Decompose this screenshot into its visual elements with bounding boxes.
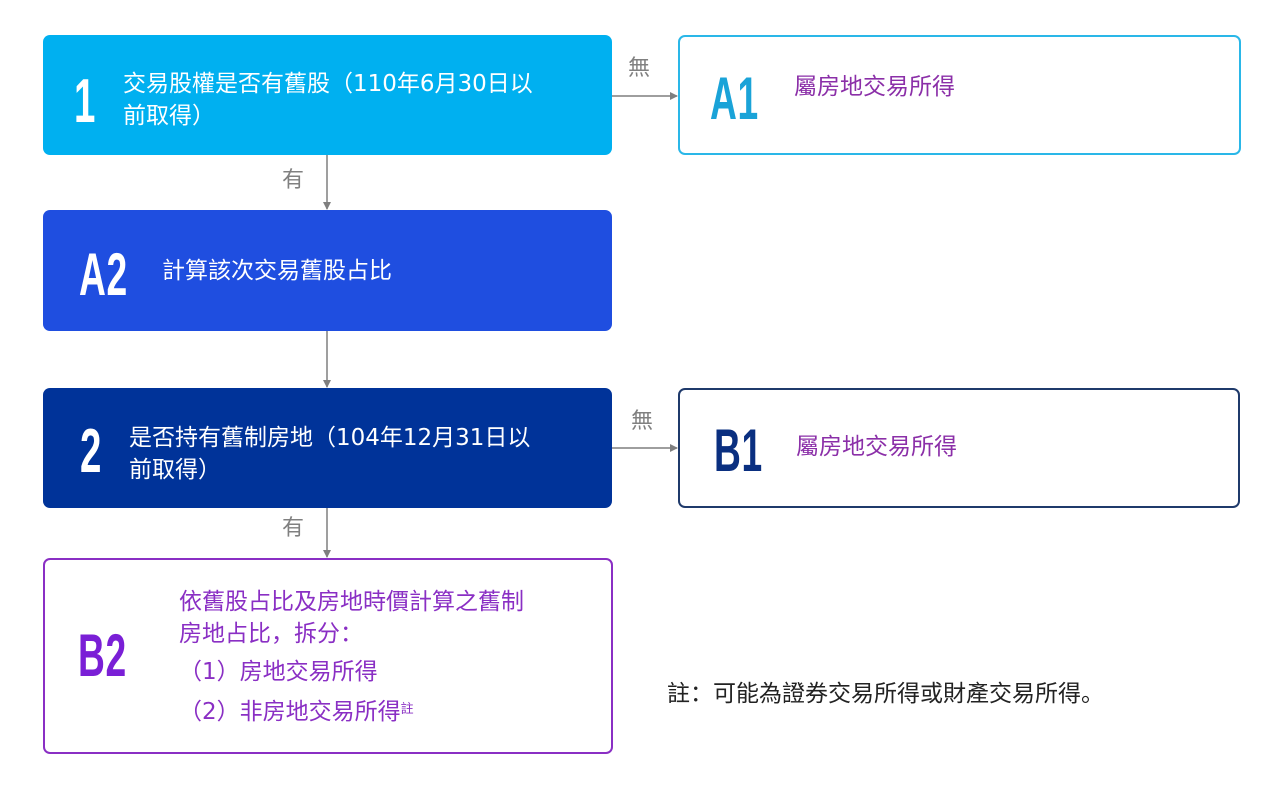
step1-line2: 前取得） — [123, 103, 215, 129]
b2-line2: 房地占比，拆分： — [179, 621, 363, 647]
footnote: 註：可能為證券交易所得或財產交易所得。 — [667, 681, 1104, 707]
a2-code: A2 — [79, 241, 128, 308]
b2-item1: （1）房地交易所得 — [179, 659, 378, 685]
b1-box: B1 屬房地交易所得 — [678, 388, 1240, 508]
no-label-2: 無 — [631, 409, 654, 434]
b2-line1: 依舊股占比及房地時價計算之舊制 — [179, 589, 524, 615]
yes-label-2: 有 — [282, 516, 305, 541]
no-label-1: 無 — [628, 56, 651, 81]
a2-box: A2 計算該次交易舊股占比 — [43, 210, 612, 331]
a1-box: A1 屬房地交易所得 — [678, 35, 1241, 155]
step1-line1: 交易股權是否有舊股（110年6月30日以 — [123, 71, 533, 97]
step1-box: 1 交易股權是否有舊股（110年6月30日以 前取得） — [43, 35, 612, 155]
a1-code: A1 — [710, 65, 759, 132]
b2-item2: （2）非房地交易所得註 — [179, 696, 414, 728]
step2-code: 2 — [80, 417, 103, 486]
a2-text: 計算該次交易舊股占比 — [162, 258, 392, 284]
step2-box: 2 是否持有舊制房地（104年12月31日以 前取得） — [43, 388, 612, 508]
b1-text: 屬房地交易所得 — [796, 434, 957, 460]
yes-label-1: 有 — [282, 168, 305, 193]
step2-line2: 前取得） — [129, 457, 221, 483]
b1-code: B1 — [714, 417, 763, 484]
b2-code: B2 — [78, 622, 127, 689]
b2-item2-text: （2）非房地交易所得 — [179, 699, 401, 725]
step1-code: 1 — [74, 67, 97, 136]
step2-line1: 是否持有舊制房地（104年12月31日以 — [129, 425, 531, 451]
b2-box: B2 依舊股占比及房地時價計算之舊制 房地占比，拆分： （1）房地交易所得 （2… — [43, 558, 613, 754]
a1-text: 屬房地交易所得 — [794, 74, 955, 100]
b2-item2-note-mark: 註 — [400, 702, 414, 717]
